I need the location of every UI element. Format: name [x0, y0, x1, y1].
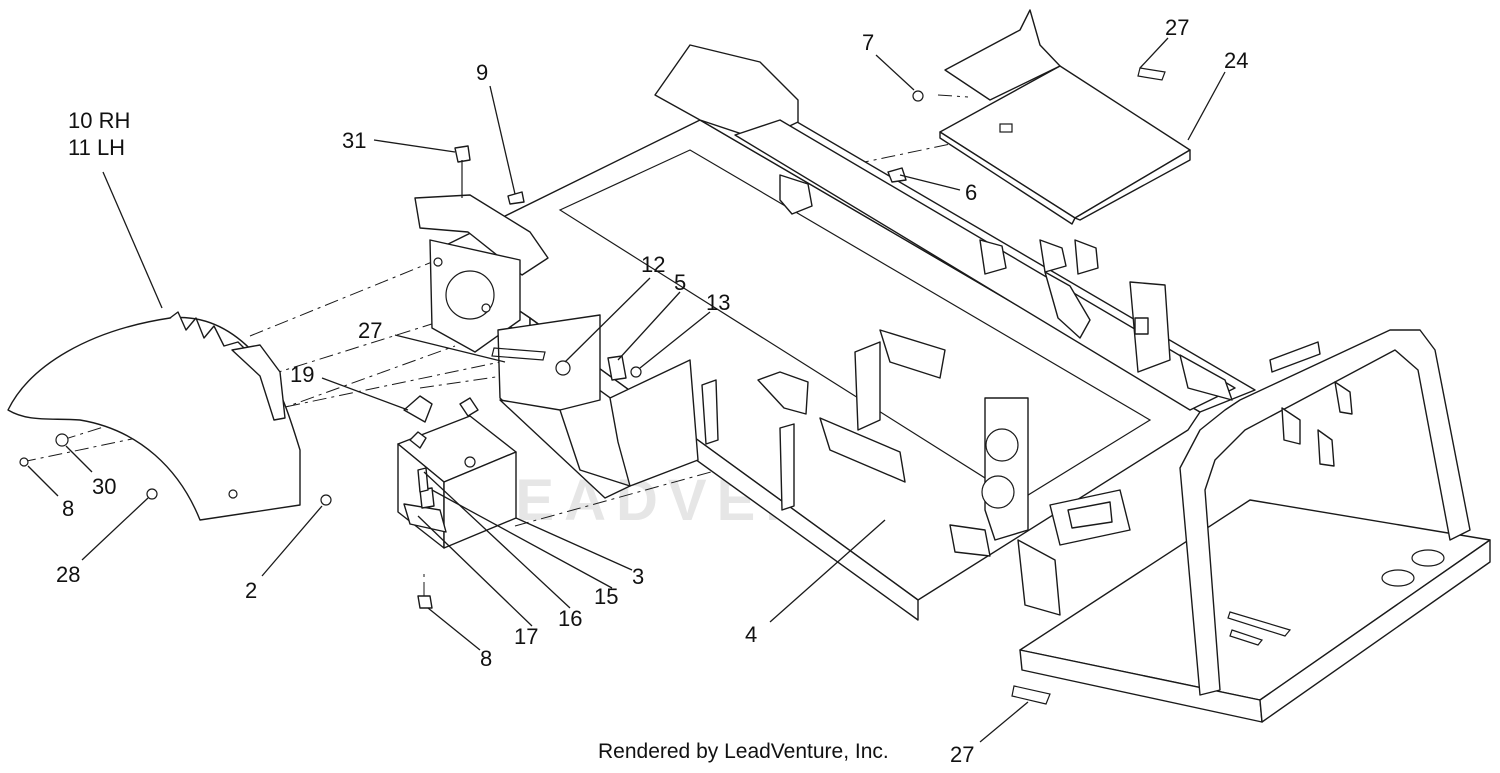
callout-17: 17	[514, 624, 538, 649]
callout-6: 6	[965, 180, 977, 205]
callout-9: 9	[476, 60, 488, 85]
callout-4: 4	[745, 622, 757, 647]
callout-3: 3	[632, 564, 644, 589]
callout-labels: 10 RH 11 LH 31 9 7 27 24 6 12 5 13 27 19…	[56, 15, 1248, 767]
callout-11: 11 LH	[68, 135, 125, 160]
leader-lines	[27, 37, 1226, 743]
deck-platform	[1019, 329, 1491, 723]
callout-27-mid: 27	[358, 318, 382, 343]
callout-31: 31	[342, 128, 366, 153]
hardware	[19, 90, 1051, 705]
callout-24: 24	[1224, 48, 1248, 73]
callout-5: 5	[674, 270, 686, 295]
callout-8-bottom: 8	[480, 646, 492, 671]
footer-credit: Rendered by LeadVenture, Inc.	[598, 740, 889, 763]
callout-8-left: 8	[62, 496, 74, 521]
fender	[7, 311, 301, 521]
callout-28: 28	[56, 562, 80, 587]
seat-plate	[939, 9, 1191, 225]
callout-27-bottom: 27	[950, 742, 974, 767]
callout-12: 12	[641, 252, 665, 277]
main-frame	[414, 44, 1256, 621]
callout-15: 15	[594, 584, 618, 609]
callout-13: 13	[706, 290, 730, 315]
callout-30: 30	[92, 474, 116, 499]
callout-27-top: 27	[1165, 15, 1189, 40]
battery-assembly	[397, 395, 517, 549]
callout-16: 16	[558, 606, 582, 631]
callout-10: 10 RH	[68, 108, 130, 133]
callout-19: 19	[290, 362, 314, 387]
callout-2: 2	[245, 578, 257, 603]
callout-7: 7	[862, 30, 874, 55]
